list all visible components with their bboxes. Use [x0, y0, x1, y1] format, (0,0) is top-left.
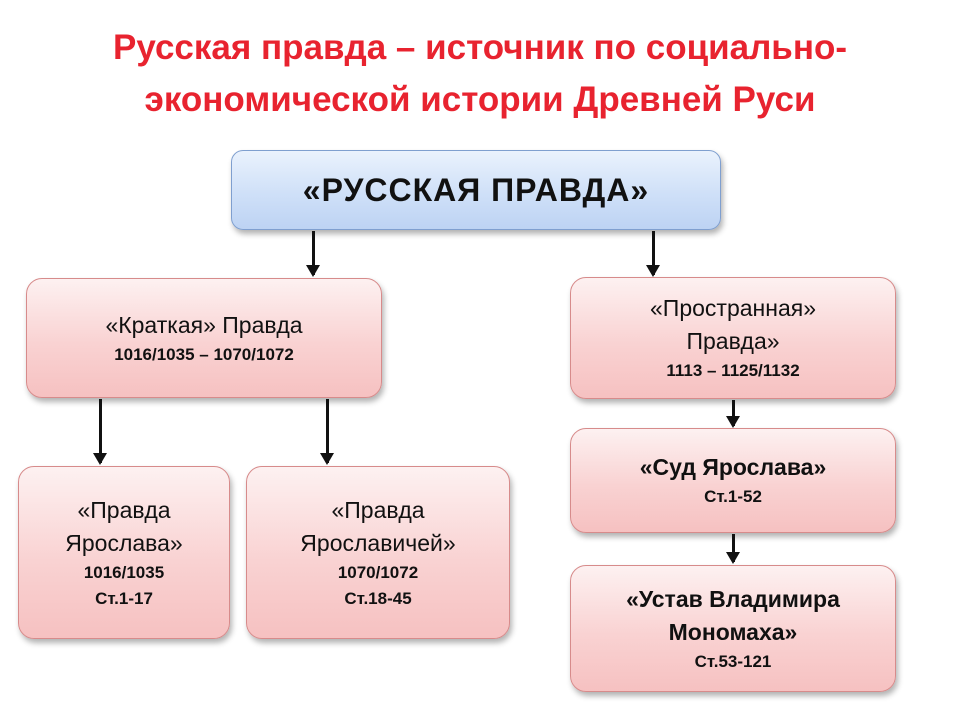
pravda-yaroslava-articles: Ст.1-17 [95, 588, 153, 608]
pravda-yaroslavichey-articles: Ст.18-45 [344, 588, 412, 608]
root-box: «РУССКАЯ ПРАВДА» [231, 150, 721, 230]
sud-yaroslava-box: «Суд Ярослава» Ст.1-52 [570, 428, 896, 533]
pravda-yaroslavichey-name-line1: «Правда [331, 496, 425, 523]
prostrannaya-pravda-dates: 1113 – 1125/1132 [666, 361, 800, 380]
kratkaya-pravda-box: «Краткая» Правда 1016/1035 – 1070/1072 [26, 278, 382, 398]
arrow-root-to-kratkaya [306, 231, 320, 277]
pravda-yaroslavichey-dates: 1070/1072 [337, 562, 419, 582]
arrow-kratkaya-to-yaroslavichi [320, 399, 334, 465]
sud-yaroslava-articles: Ст.1-52 [704, 487, 762, 506]
title-line-1: Русская правда – источник по социально- [113, 28, 847, 67]
root-label: «РУССКАЯ ПРАВДА» [302, 171, 650, 208]
kratkaya-pravda-name: «Краткая» Правда [105, 311, 303, 338]
arrow-kratkaya-to-yaroslav [93, 399, 107, 465]
ustav-monomakha-box: «Устав Владимира Мономаха» Ст.53-121 [570, 565, 896, 692]
pravda-yaroslava-dates: 1016/1035 [83, 562, 165, 582]
slide-title: Русская правда – источник по социально- … [20, 22, 940, 126]
pravda-yaroslavichey-box: «Правда Ярославичей» 1070/1072 Ст.18-45 [246, 466, 510, 639]
pravda-yaroslava-name-line2: Ярослава» [65, 529, 183, 556]
pravda-yaroslavichey-name-line2: Ярославичей» [300, 529, 456, 556]
kratkaya-pravda-dates: 1016/1035 – 1070/1072 [114, 344, 294, 364]
prostrannaya-pravda-box: «Пространная» Правда» 1113 – 1125/1132 [570, 277, 896, 399]
prostrannaya-pravda-name-line1: «Пространная» [650, 295, 816, 321]
ustav-monomakha-name-line2: Мономаха» [668, 618, 798, 645]
title-line-2: экономической истории Древней Руси [144, 80, 816, 119]
sud-yaroslava-name: «Суд Ярослава» [639, 454, 827, 480]
prostrannaya-pravda-name-line2: Правда» [686, 328, 780, 354]
pravda-yaroslava-box: «Правда Ярослава» 1016/1035 Ст.1-17 [18, 466, 230, 639]
arrow-sud-to-ustav [726, 534, 740, 564]
arrow-prostrannaya-to-sud [726, 400, 740, 428]
ustav-monomakha-articles: Ст.53-121 [694, 651, 772, 671]
pravda-yaroslava-name-line1: «Правда [77, 496, 171, 523]
ustav-monomakha-name-line1: «Устав Владимира [626, 585, 840, 612]
arrow-root-to-prostrannaya [646, 231, 660, 277]
